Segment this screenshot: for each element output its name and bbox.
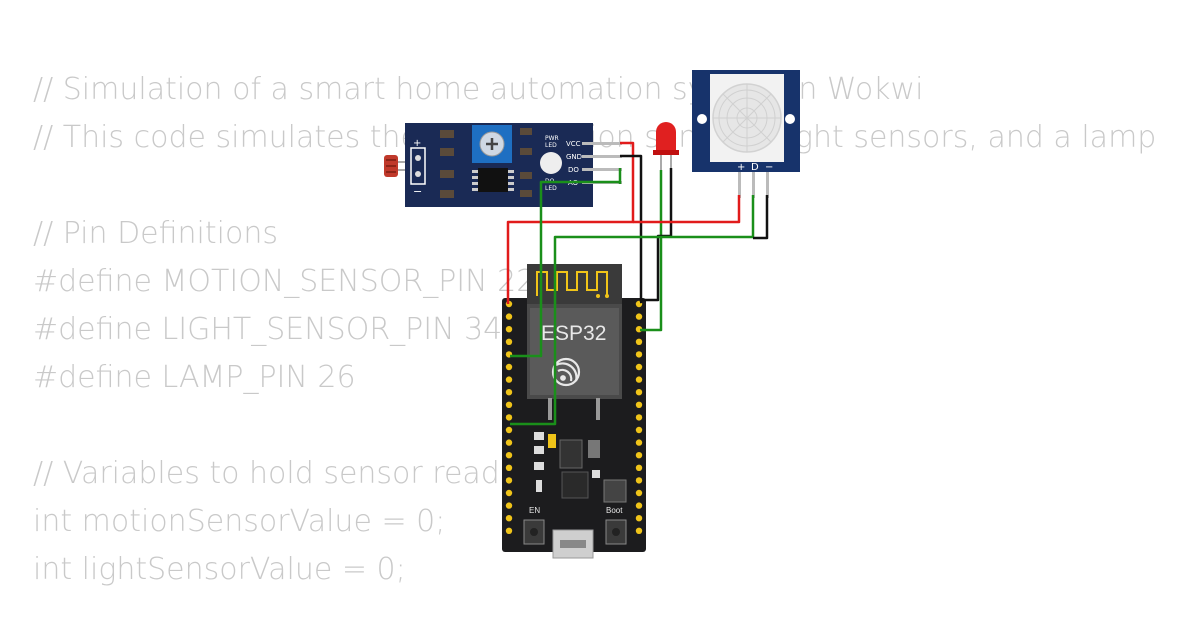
esp32-pin[interactable]: [635, 426, 643, 434]
esp32-pin[interactable]: [635, 376, 643, 383]
boot-chip: [603, 479, 627, 503]
esp32-pin[interactable]: [505, 489, 513, 497]
ldr-minus-label: −: [413, 185, 422, 198]
ldr-plus-label: +: [413, 138, 421, 149]
esp32-pin[interactable]: [505, 313, 513, 320]
esp32-pin[interactable]: [635, 452, 643, 459]
code-line: int motionSensorValue = 0;: [33, 504, 446, 539]
wire-ldr-gnd: [620, 154, 643, 304]
esp32-pin[interactable]: [505, 338, 513, 345]
code-line: // Simulation of a smart home automation…: [33, 72, 924, 107]
esp32-pin[interactable]: [505, 376, 513, 383]
lamp-led[interactable]: [653, 122, 679, 172]
esp32-pin[interactable]: [505, 527, 513, 534]
esp32-pin[interactable]: [635, 389, 643, 396]
boot-label: Boot: [606, 506, 623, 515]
esp32-right-pin-header: [635, 300, 643, 534]
esp32-pin[interactable]: [635, 351, 643, 358]
esp32-pin[interactable]: [635, 515, 643, 522]
code-line: #define MOTION_SENSOR_PIN 22: [33, 264, 536, 299]
ldr-sensor-module[interactable]: + − PWR LED DO LED: [384, 123, 622, 207]
ldr-power-led: [540, 152, 562, 174]
esp32-pin[interactable]: [505, 439, 513, 446]
wire-pir-data: [510, 195, 755, 426]
code-line: // Pin Definitions: [33, 216, 278, 251]
esp32-pin[interactable]: [505, 464, 513, 471]
esp32-pin[interactable]: [505, 515, 513, 522]
svg-text:DO LED: DO LED: [545, 178, 557, 192]
esp32-pin[interactable]: [635, 502, 643, 509]
wire-ldr-ao: [510, 180, 620, 358]
en-label: EN: [529, 506, 540, 515]
ldr-pin-gnd: GND: [566, 153, 582, 161]
esp32-pin[interactable]: [505, 363, 513, 371]
esp32-pin[interactable]: [635, 401, 643, 408]
espressif-logo-icon: [551, 357, 581, 387]
esp32-pin[interactable]: [635, 489, 643, 497]
esp32-pin[interactable]: [635, 477, 643, 484]
wire-led-anode: [640, 170, 663, 332]
esp32-pin[interactable]: [635, 363, 643, 371]
esp32-pin[interactable]: [505, 401, 513, 408]
ldr-pwr-led-label-line2: LED: [545, 142, 557, 149]
esp32-pin[interactable]: [635, 464, 643, 471]
esp32-left-pin-header: [505, 300, 513, 534]
esp32-pin[interactable]: [635, 338, 643, 345]
esp32-label: ESP32: [541, 322, 606, 345]
ldr-pwr-led-label-line1: PWR: [545, 135, 559, 142]
esp32-pin[interactable]: [505, 452, 513, 459]
code-line: int lightSensorValue = 0;: [33, 552, 406, 587]
esp32-pin[interactable]: [635, 414, 643, 421]
esp32-pin[interactable]: [505, 477, 513, 484]
pir-pin-d: D: [751, 162, 759, 173]
esp32-pin[interactable]: [635, 527, 643, 534]
code-line: #define LIGHT_SENSOR_PIN 34: [33, 312, 503, 347]
wire-led-cathode: [642, 168, 673, 302]
esp32-pin[interactable]: [505, 414, 513, 421]
wires: [506, 141, 769, 426]
pir-pin-minus: −: [765, 162, 773, 173]
esp32-pin[interactable]: [635, 439, 643, 446]
esp32-pin[interactable]: [505, 426, 513, 434]
esp32-pin[interactable]: [505, 326, 513, 333]
wire-pir-gnd: [753, 195, 769, 240]
ldr-pin-do: DO: [568, 166, 579, 174]
pir-pin-plus: +: [737, 162, 745, 173]
esp32-pin[interactable]: [635, 313, 643, 320]
esp32-pin[interactable]: [505, 502, 513, 509]
esp32-board[interactable]: ESP32 EN Boot: [502, 264, 646, 559]
pir-motion-sensor[interactable]: + D −: [692, 70, 800, 198]
ldr-do-led-label-line2: LED: [545, 185, 557, 192]
esp32-pin[interactable]: [505, 389, 513, 396]
ldr-pin-vcc: VCC: [566, 140, 581, 148]
svg-text:PWR LED: PWR LED: [545, 135, 561, 149]
code-line: #define LAMP_PIN 26: [33, 360, 356, 395]
wire-pir-vcc: [633, 195, 741, 224]
